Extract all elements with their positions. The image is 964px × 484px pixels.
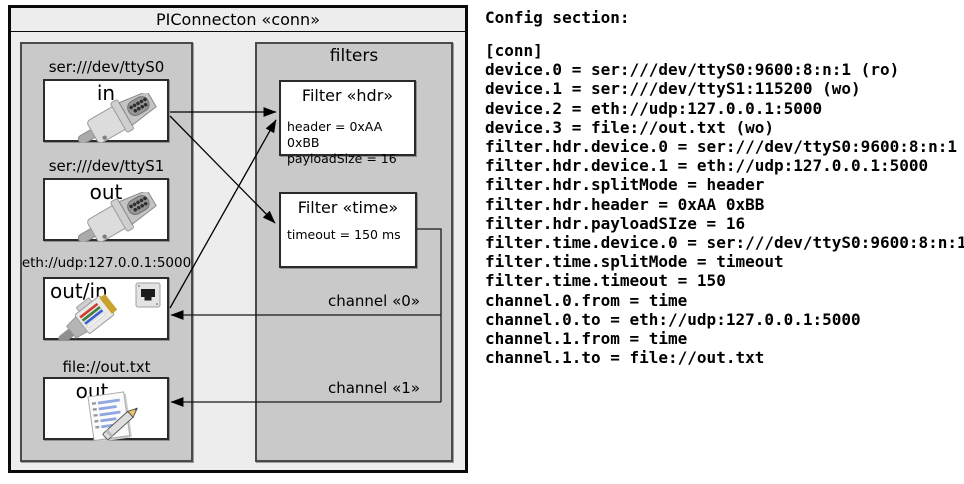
filter-title: Filter «time» <box>297 198 399 217</box>
config-section-body: [conn] device.0 = ser:///dev/ttyS0:9600:… <box>485 41 964 368</box>
device-box-ttys1: out <box>43 178 169 242</box>
serial-connector-icon <box>77 192 157 242</box>
filter-title: Filter «hdr» <box>301 86 394 105</box>
channel-0-label: channel «0» <box>327 292 420 310</box>
filter-property: header = 0xAA 0xBB <box>287 119 383 150</box>
device-label-file: file://out.txt <box>62 358 151 376</box>
ethernet-jack-icon <box>135 282 161 308</box>
filter-property: payloadSize = 16 <box>287 151 397 166</box>
device-box-eth: out/in <box>43 277 169 341</box>
device-direction: in <box>96 81 116 105</box>
config-section-heading: Config section: <box>485 8 630 27</box>
filter-property: timeout = 150 ms <box>287 227 401 242</box>
diagram-title: PIConnecton «conn» <box>11 8 465 32</box>
device-label-ttys0: ser:///dev/ttyS0 <box>48 58 165 76</box>
device-box-file: out <box>43 377 169 441</box>
filters-panel-title: filters <box>329 46 379 66</box>
device-label-ttys1: ser:///dev/ttyS1 <box>48 157 165 175</box>
channel-1-label: channel «1» <box>327 379 420 397</box>
ethernet-connector-icon <box>58 293 118 341</box>
notepad-icon <box>87 391 139 441</box>
serial-connector-icon <box>77 93 157 143</box>
filter-box-time: Filter «time» timeout = 150 ms <box>279 192 417 268</box>
filter-box-hdr: Filter «hdr» header = 0xAA 0xBB payloadS… <box>279 80 416 166</box>
device-label-eth: eth://udp:127.0.0.1:5000 <box>21 255 192 271</box>
device-box-ttys0: in <box>43 79 169 143</box>
